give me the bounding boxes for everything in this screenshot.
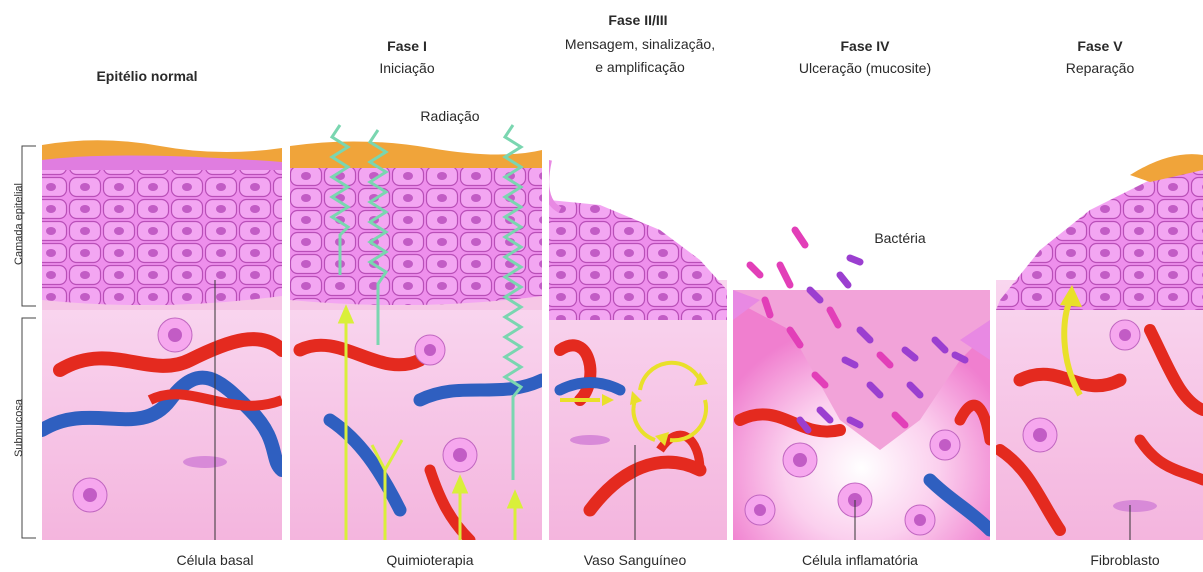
chemotherapy-label: Quimioterapia xyxy=(360,552,500,568)
epithelial-layer-label: Camada epitelial xyxy=(13,169,25,279)
basal-cell-label: Célula basal xyxy=(150,552,280,568)
phase-title-fase23: Fase II/III xyxy=(588,12,688,28)
panel-fase4 xyxy=(733,230,990,548)
submucosa-label: Submucosa xyxy=(13,383,25,473)
phase-title-fase5: Fase V xyxy=(1060,38,1140,54)
phase-subtitle-fase23: Mensagem, sinalização, xyxy=(540,36,740,52)
phase-subtitle-fase1: Iniciação xyxy=(352,60,462,76)
phase-subtitle-fase5: Reparação xyxy=(1050,60,1150,76)
phase-subtitle2-fase23: e amplificação xyxy=(560,59,720,75)
phase-subtitle-fase4: Ulceração (mucosite) xyxy=(775,60,955,76)
panel-normal xyxy=(42,140,282,548)
panel-fase5 xyxy=(996,154,1203,548)
panel-fase23 xyxy=(546,160,727,548)
radiation-label: Radiação xyxy=(400,108,500,124)
phase-title-fase1: Fase I xyxy=(372,38,442,54)
panel-fase1 xyxy=(290,125,542,540)
phase-title-normal: Epitélio normal xyxy=(82,68,212,84)
fibroblast-label: Fibroblasto xyxy=(1060,552,1190,568)
inflammatory-cell-label: Célula inflamatória xyxy=(775,552,945,568)
bacteria-label: Bactéria xyxy=(860,230,940,246)
blood-vessel-label: Vaso Sanguíneo xyxy=(560,552,710,568)
phase-title-fase4: Fase IV xyxy=(820,38,910,54)
